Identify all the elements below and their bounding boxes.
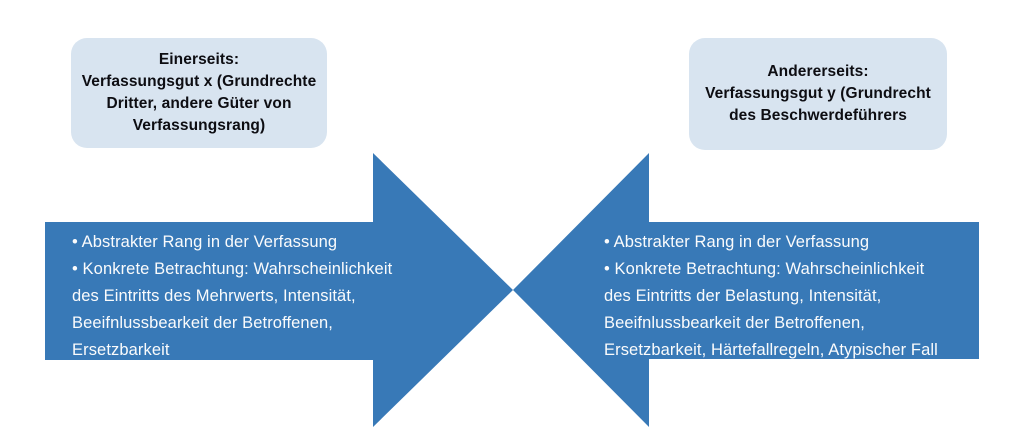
- right-arrow-text: • Abstrakter Rang in der Verfassung • Ko…: [604, 233, 938, 359]
- right-topic-text: Andererseits: Verfassungsgut y (Grundrec…: [705, 63, 931, 124]
- right-topic-box: Andererseits: Verfassungsgut y (Grundrec…: [689, 38, 947, 150]
- left-arrow-text: • Abstrakter Rang in der Verfassung • Ko…: [72, 233, 393, 359]
- left-topic-text: Einerseits: Verfassungsgut x (Grundrecht…: [81, 51, 317, 134]
- left-topic-box: Einerseits: Verfassungsgut x (Grundrecht…: [71, 38, 327, 148]
